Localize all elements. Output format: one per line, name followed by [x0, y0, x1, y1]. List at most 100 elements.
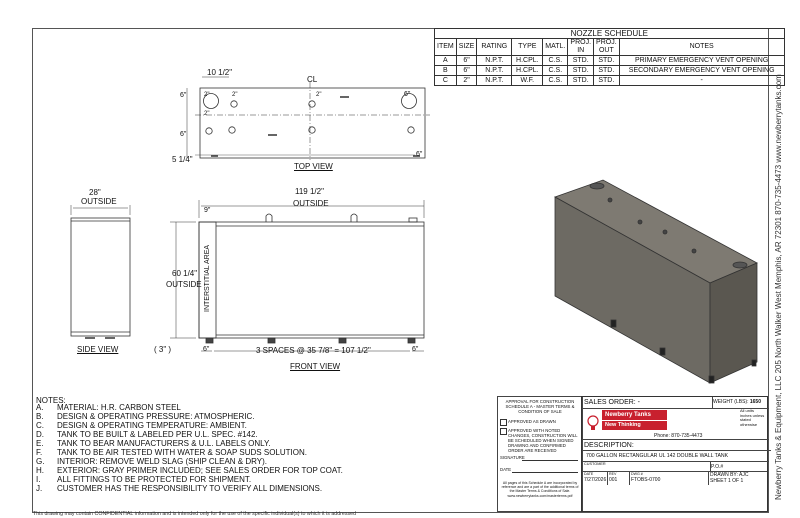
dim-front-height-outside: OUTSIDE: [166, 280, 202, 289]
dim-front-9: 9": [204, 207, 211, 214]
divider: [629, 471, 630, 485]
dim-top-2c: 2": [316, 92, 322, 98]
note-text: EXTERIOR: GRAY PRIMER INCLUDED; SEE SALE…: [57, 466, 343, 475]
approval-title: APPROVAL FOR CONSTRUCTION SCHEDULE A - M…: [505, 399, 575, 414]
date-line[interactable]: [512, 472, 578, 473]
sales-order: SALES ORDER: -: [582, 397, 713, 409]
note-text: MATERIAL: H.R. CARBON STEEL: [57, 403, 181, 412]
po-label: P.O.#: [709, 461, 769, 472]
note-item: H. EXTERIOR: GRAY PRIMER INCLUDED; SEE SA…: [36, 466, 343, 476]
dim-front-height: 60 1/4": [172, 269, 198, 278]
col-header: PROJ. IN: [567, 38, 595, 56]
cell: C.S.: [542, 75, 569, 86]
rev-value: 001: [609, 477, 618, 483]
signature-line[interactable]: [522, 460, 578, 461]
note-key: H.: [36, 466, 44, 475]
fitting-c5: [308, 126, 316, 134]
note-key: F.: [36, 448, 43, 457]
note-key: D.: [36, 430, 44, 439]
logo: Newberry Tanks New Thinking: [586, 410, 667, 434]
approve-checkbox[interactable]: [500, 419, 507, 426]
fitting-c6: [407, 126, 415, 134]
units-note: All units inches unless stated otherwise: [740, 408, 765, 427]
date-cell-label: DATE: [584, 472, 594, 476]
note-key: C.: [36, 421, 44, 430]
dim-front-6b: 6": [412, 346, 419, 353]
lightbulb-icon: [587, 415, 599, 430]
company-info-vertical: Newberry Tanks & Equipment, LLC 205 Nort…: [774, 74, 783, 500]
title-block: SALES ORDER: - WEIGHT (LBS): 1650 Newber…: [581, 396, 771, 512]
notes-title: NOTES:: [36, 396, 66, 405]
weight-value: 1650: [749, 399, 761, 405]
side-view-label: SIDE VIEW: [77, 345, 119, 354]
fitting-c4: [228, 126, 236, 134]
drawing-border: [32, 28, 769, 513]
nozzle-schedule-header: ITEM SIZE RATING TYPE MATL. PROJ. IN PRO…: [434, 38, 785, 56]
approve-changes-checkbox[interactable]: [500, 428, 507, 435]
dim-top-10-half: 10 1/2": [207, 68, 233, 77]
dim-front-outside: OUTSIDE: [293, 199, 329, 208]
note-text: TANK TO BE BUILT & LABELED PER U.L. SPEC…: [57, 430, 258, 439]
dim-front-6a: 6": [203, 346, 210, 353]
note-key: J.: [36, 484, 43, 493]
note-item: A.MATERIAL: H.R. CARBON STEEL: [36, 403, 181, 413]
approval-block: APPROVAL FOR CONSTRUCTION SCHEDULE A - M…: [497, 396, 583, 512]
description-value: 700 GALLON RECTANGULAR UL 142 DOUBLE WAL…: [582, 450, 771, 462]
cell: -: [618, 75, 785, 86]
note-text: CUSTOMER HAS THE RESPONSIBILITY TO VERIF…: [57, 484, 323, 493]
signature-label: SIGNATURE: [500, 455, 525, 460]
note-item: C. DESIGN & OPERATING TEMPERATURE: AMBIEN…: [36, 421, 247, 431]
rev-label: REV: [609, 472, 617, 476]
note-item: D. TANK TO BE BUILT & LABELED PER U.L. SP…: [36, 430, 258, 440]
weight-cell: WEIGHT (LBS): 1650: [711, 397, 769, 409]
vent-opening-a: [203, 93, 219, 109]
note-text: DESIGN & OPERATING PRESSURE: ATMOSPHERIC…: [57, 412, 255, 421]
date-cell-value: 7/27/2026: [584, 477, 607, 483]
divider: [708, 471, 709, 485]
note-key: B.: [36, 412, 44, 421]
note-item: E.TANK TO BEAR MANUFACTURERS & U.L. LABE…: [36, 439, 271, 449]
note-item: G. INTERIOR: REMOVE WELD SLAG (SHIP CLEAN…: [36, 457, 267, 467]
dim-top-5-quarter: 5 1/4": [172, 155, 193, 164]
dim-top-6a: 6": [180, 92, 187, 99]
confidential-footer: This drawing may contain CONFIDENTIAL in…: [33, 511, 357, 517]
dwg-value: FTOBS-0700: [631, 477, 661, 483]
note-text: DESIGN & OPERATING TEMPERATURE: AMBIENT.: [57, 421, 247, 430]
weight-label: WEIGHT (LBS):: [713, 399, 749, 405]
sheet-number: SHEET 1 OF 1: [710, 478, 744, 484]
dim-top-6b: 6": [404, 91, 411, 98]
note-text: TANK TO BE AIR TESTED WITH WATER & SOAP …: [57, 448, 307, 457]
note-item: I.ALL FITTINGS TO BE PROTECTED FOR SHIPM…: [36, 475, 252, 485]
note-text: ALL FITTINGS TO BE PROTECTED FOR SHIPMEN…: [57, 475, 252, 484]
top-view-label: TOP VIEW: [294, 162, 333, 171]
centerline-mark: CL: [307, 75, 318, 84]
customer-label: CUSTOMER: [582, 461, 711, 472]
approval-fine-print: All pages of this Schedule A are incorpo…: [501, 481, 579, 498]
front-view-label: FRONT VIEW: [290, 362, 341, 371]
approval-option-1: APPROVED AS DRAWN: [508, 419, 556, 424]
note-item: F. TANK TO BE AIR TESTED WITH WATER & SOA…: [36, 448, 307, 458]
table-row: A 6" N.P.T. H.CPL. C.S. STD. STD. PRIMAR…: [434, 55, 785, 66]
vent-opening-b: [401, 93, 417, 109]
date-label: DATE: [500, 467, 512, 472]
top-view-outline: [199, 87, 426, 159]
interstitial-label: INTERSTITIAL AREA: [204, 244, 211, 312]
dim-front-spaces: 3 SPACES @ 35 7/8" = 107 1/2": [256, 346, 371, 355]
side-view-outline: [70, 217, 131, 337]
front-view-outline: [198, 221, 425, 339]
note-text: INTERIOR: REMOVE WELD SLAG (SHIP CLEAN &…: [57, 457, 267, 466]
phone: Phone: 870-735-4473: [654, 433, 703, 439]
note-item: J. CUSTOMER HAS THE RESPONSIBILITY TO VER…: [36, 484, 323, 494]
fitting-c3: [205, 127, 213, 135]
note-item: B. DESIGN & OPERATING PRESSURE: ATMOSPHER…: [36, 412, 255, 422]
dim-top-6c: 6": [180, 131, 187, 138]
drawn-by: DRAWN BY: AJC: [710, 472, 749, 478]
description-label: DESCRIPTION:: [582, 439, 769, 451]
fitting-c2: [308, 100, 316, 108]
divider: [607, 471, 608, 485]
note-key: G.: [36, 457, 45, 466]
approval-option-2: APPROVED WITH NOTED CHANGES, CONSTRUCTIO…: [508, 428, 578, 453]
note-text: TANK TO BEAR MANUFACTURERS & U.L. LABELS…: [57, 439, 271, 448]
dwg-label: DWG #: [631, 472, 643, 476]
dim-side-width: 28": [89, 188, 101, 197]
